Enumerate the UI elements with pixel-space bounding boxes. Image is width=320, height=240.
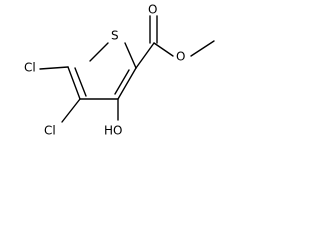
chlorine-bottom-label: Cl [44, 124, 56, 138]
bond-c-o-single [153, 42, 174, 57]
bond-s-c2 [124, 42, 137, 69]
hydroxyl-label: HO [104, 124, 122, 138]
chlorine-top-label: Cl [24, 61, 36, 75]
bond-c2-ester-c [135, 42, 155, 69]
bond-group [39, 15, 215, 123]
bond-c2-c3-inner [114, 69, 130, 95]
bond-c4-c5-inner [74, 67, 87, 97]
bond-c4-cl [61, 98, 81, 123]
carbonyl-oxygen-label: O [148, 3, 157, 17]
bond-o-methyl [190, 40, 215, 57]
bond-s-c5 [89, 42, 109, 62]
bond-c2-c3 [117, 67, 137, 100]
bond-c4-c5 [67, 66, 81, 100]
sulfur-atom-label: S [111, 29, 119, 43]
ester-oxygen-label: O [176, 50, 185, 64]
bond-c5-cl [39, 66, 69, 70]
chemical-structure-diagram: S O O Cl Cl HO [24, 3, 215, 138]
atom-labels: S O O Cl Cl HO [24, 3, 185, 138]
